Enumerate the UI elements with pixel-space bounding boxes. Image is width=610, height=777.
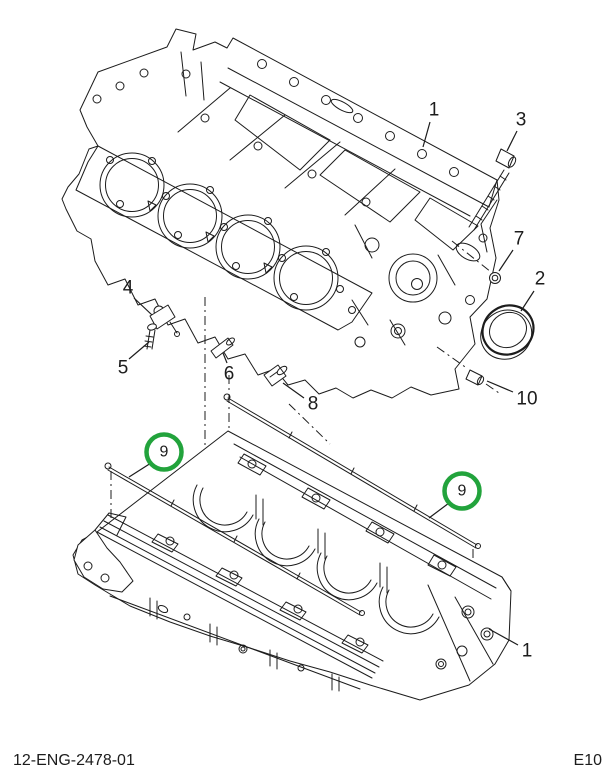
leader-line [128,462,152,478]
footer-page-code: E10 [573,752,602,769]
leader-line [520,290,535,312]
callout-label: 3 [516,110,527,131]
part-plug-3 [468,148,517,231]
part-oring-7 [489,272,501,284]
bedplate-art [72,430,512,701]
callout-label: 2 [535,269,546,290]
bedplate-right-end [427,576,512,682]
check-ball-tube-rear [223,393,481,549]
callout-layer: 1 3 72 10 4 5 6 8 9 9 1 [118,100,546,662]
callout-label: 5 [118,358,129,379]
callout-4: 4 [123,278,153,316]
leader-line [428,502,450,519]
callout-label: 9 [458,483,467,500]
cylinder-bores [99,152,339,311]
leader-line [282,382,305,399]
front-face-details [351,199,498,348]
callout-9-circled: 9 [128,432,184,478]
callout-label: 10 [516,389,537,410]
head-gasket-face [75,145,373,331]
callout-label: 7 [514,229,525,250]
callout-8: 8 [282,382,319,415]
flange-bolt-holes [257,59,459,177]
front-rail-bosses [151,533,369,654]
engine-block-art [61,28,500,399]
leader-line [222,352,228,364]
callout-label: 1 [429,100,440,121]
callout-label: 6 [224,364,235,385]
leader-line [128,341,150,360]
check-ball-tube-front [104,462,365,616]
leader-line [422,121,431,148]
callout-1: 1 [488,628,533,662]
rear-rail-bosses [237,453,457,577]
callout-label: 9 [160,444,169,461]
callout-10: 10 [486,380,538,410]
part-plug-10 [465,369,485,386]
footer-doc-number: 12-ENG-2478-01 [13,752,135,769]
part-seal-2 [480,304,535,360]
callout-2: 2 [520,269,546,312]
callout-1: 1 [422,100,440,148]
bedplate-skirt-details [109,595,361,692]
callout-6: 6 [222,352,235,385]
leader-line [133,297,153,316]
leader-line [488,628,519,646]
leader-line [486,380,514,393]
leader-line [506,130,518,152]
callout-label: 8 [308,394,319,415]
leader-line [498,249,514,272]
callout-label: 4 [123,278,134,299]
gasket-holes [106,156,356,314]
main-bearing-arches [192,484,440,635]
callout-highlight-circle [144,432,184,472]
callout-5: 5 [118,341,150,379]
callout-highlight-circle [442,471,482,511]
callout-7: 7 [498,229,525,272]
callout-9-circled: 9 [428,471,482,519]
callout-3: 3 [506,110,527,152]
part-bolt-5 [143,323,157,350]
callout-label: 1 [522,641,533,662]
part-dowel-6 [210,337,235,359]
block-outline [61,28,500,399]
bedplate-left-wing [73,512,134,593]
part-cap-8 [263,364,288,387]
